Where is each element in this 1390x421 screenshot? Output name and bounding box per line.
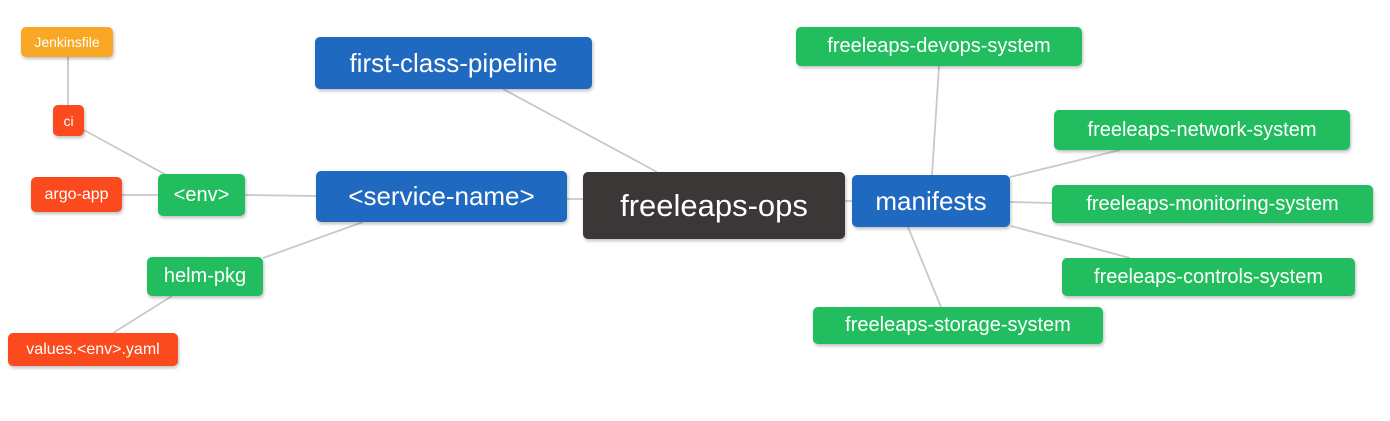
- node-helm-pkg[interactable]: helm-pkg: [147, 257, 263, 296]
- node-freeleaps-storage-system[interactable]: freeleaps-storage-system: [813, 307, 1103, 344]
- node-env[interactable]: <env>: [158, 174, 245, 216]
- node-manifests[interactable]: manifests: [852, 175, 1010, 227]
- edge-values-env-yaml-to-helm-pkg: [112, 295, 173, 334]
- node-values-env-yaml[interactable]: values.<env>.yaml: [8, 333, 178, 366]
- edge-first-class-pipeline-to-freeleaps-ops: [502, 88, 658, 173]
- node-freeleaps-monitoring-system[interactable]: freeleaps-monitoring-system: [1052, 185, 1373, 223]
- node-ci[interactable]: ci: [53, 105, 84, 136]
- node-freeleaps-controls-system[interactable]: freeleaps-controls-system: [1062, 258, 1355, 296]
- edge-env-to-service-name: [244, 194, 317, 197]
- node-argo-app[interactable]: argo-app: [31, 177, 122, 212]
- edge-ci-to-env: [83, 129, 169, 177]
- edge-manifests-to-freeleaps-monitoring-system: [1009, 201, 1053, 204]
- node-freeleaps-devops-system[interactable]: freeleaps-devops-system: [796, 27, 1082, 66]
- edge-manifests-to-freeleaps-controls-system: [1010, 225, 1131, 259]
- edge-helm-pkg-to-service-name: [262, 221, 364, 259]
- node-freeleaps-ops[interactable]: freeleaps-ops: [583, 172, 845, 239]
- node-jenkinsfile[interactable]: Jenkinsfile: [21, 27, 113, 57]
- edge-manifests-to-freeleaps-storage-system: [907, 226, 942, 308]
- node-first-class-pipeline[interactable]: first-class-pipeline: [315, 37, 592, 89]
- edge-manifests-to-freeleaps-devops-system: [931, 65, 940, 176]
- node-service-name[interactable]: <service-name>: [316, 171, 567, 222]
- edge-manifests-to-freeleaps-network-system: [1009, 149, 1121, 178]
- node-freeleaps-network-system[interactable]: freeleaps-network-system: [1054, 110, 1350, 150]
